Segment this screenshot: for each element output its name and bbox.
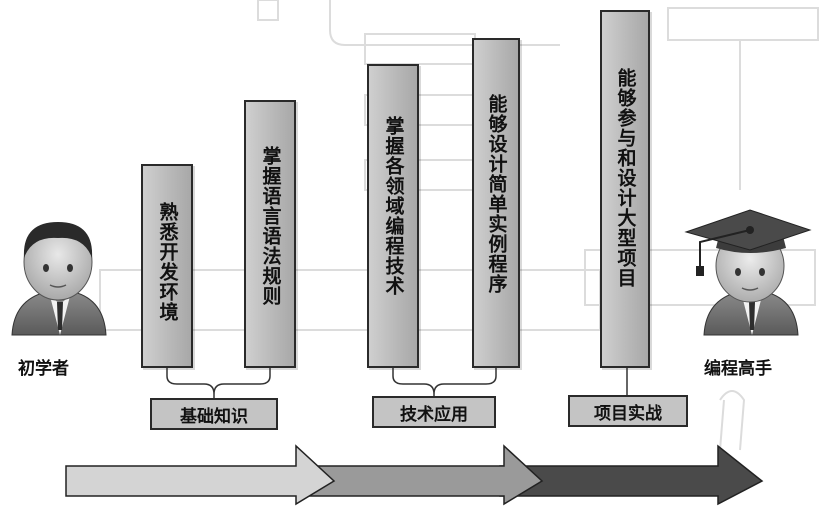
pillar-dev-environment: 熟悉开发环境 [141, 164, 193, 368]
group-label-project: 项目实战 [568, 395, 688, 427]
expert-label: 编程高手 [704, 359, 772, 379]
group-label-basics: 基础知识 [150, 398, 278, 430]
pillar-text: 掌握语言语法规则 [259, 146, 282, 306]
arrow-segment-3 [499, 444, 764, 506]
pillar-syntax-rules: 掌握语言语法规则 [244, 100, 296, 368]
pillar-domain-tech: 掌握各领域编程技术 [367, 64, 419, 368]
arrow-segment-2 [299, 444, 544, 506]
pillar-text: 熟悉开发环境 [156, 202, 179, 322]
pillar-simple-programs: 能够设计简单实例程序 [472, 38, 520, 368]
pillar-text: 能够参与和设计大型项目 [614, 68, 637, 288]
arrow-segment-1 [65, 444, 336, 506]
group-label-tech: 技术应用 [372, 396, 496, 428]
pillar-large-projects: 能够参与和设计大型项目 [600, 10, 650, 368]
beginner-label: 初学者 [18, 359, 69, 379]
pillar-text: 掌握各领域编程技术 [382, 116, 405, 296]
pillar-text: 能够设计简单实例程序 [485, 94, 508, 294]
